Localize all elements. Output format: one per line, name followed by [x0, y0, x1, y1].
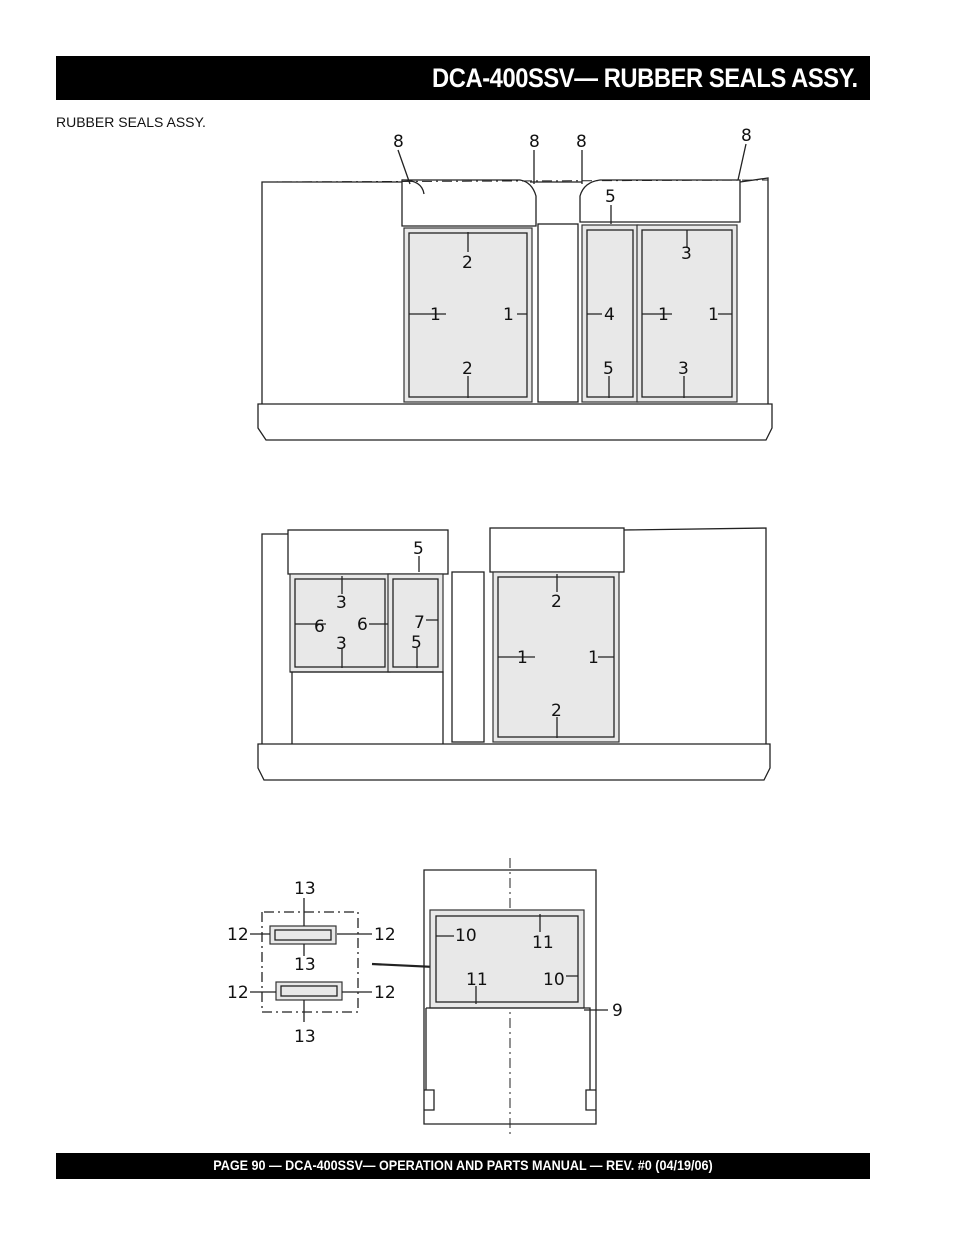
callout-label: 5	[411, 633, 422, 653]
section-subtitle: RUBBER SEALS ASSY.	[56, 114, 206, 130]
callout-label: 10	[543, 970, 565, 990]
callout-label: 1	[430, 305, 441, 325]
callout-label: 4	[604, 305, 615, 325]
callout-label: 7	[414, 613, 425, 633]
footer-text: PAGE 90 — DCA-400SSV— OPERATION AND PART…	[213, 1157, 713, 1173]
footer-bar: PAGE 90 — DCA-400SSV— OPERATION AND PART…	[56, 1153, 870, 1179]
callout-label: 1	[503, 305, 514, 325]
callout-label: 8	[393, 132, 404, 152]
callout-label: 8	[741, 126, 752, 146]
callout-label: 6	[357, 615, 368, 635]
callout-label: 11	[466, 970, 488, 990]
callout-label: 8	[529, 132, 540, 152]
callout-label: 12	[374, 983, 396, 1003]
callout-label: 13	[294, 955, 316, 975]
page-title: DCA-400SSV— RUBBER SEALS ASSY.	[432, 63, 858, 93]
callout-label: 12	[227, 983, 249, 1003]
callout-label: 1	[517, 648, 528, 668]
end-view-diagram	[250, 858, 608, 1136]
callout-label: 5	[603, 359, 614, 379]
top-callouts: 8 8 8 8 5 2 3 1 1 4 1 1 2 5 3	[393, 126, 752, 379]
callout-label: 5	[605, 187, 616, 207]
callout-label: 5	[413, 539, 424, 559]
callout-label: 11	[532, 933, 554, 953]
callout-label: 10	[455, 926, 477, 946]
callout-label: 2	[462, 359, 473, 379]
callout-label: 1	[658, 305, 669, 325]
callout-label: 13	[294, 879, 316, 899]
callout-label: 8	[576, 132, 587, 152]
callout-label: 3	[336, 593, 347, 613]
middle-callouts: 5 3 6 6 7 3 5 2 1 1 2	[314, 539, 599, 721]
side-view-diagram	[257, 527, 771, 781]
callout-label: 12	[374, 925, 396, 945]
callout-label: 3	[336, 634, 347, 654]
callout-label: 2	[551, 701, 562, 721]
bottom-callouts: 13 12 12 13 12 12 13 10 11 10 11 9	[227, 879, 623, 1047]
callout-label: 2	[462, 253, 473, 273]
callout-label: 1	[588, 648, 599, 668]
callout-label: 2	[551, 592, 562, 612]
callout-label: 13	[294, 1027, 316, 1047]
title-bar: DCA-400SSV— RUBBER SEALS ASSY.	[56, 56, 870, 100]
callout-label: 12	[227, 925, 249, 945]
top-view-diagram	[257, 143, 773, 441]
callout-label: 3	[681, 244, 692, 264]
callout-label: 6	[314, 617, 325, 637]
callout-label: 3	[678, 359, 689, 379]
callout-label: 1	[708, 305, 719, 325]
callout-label: 9	[612, 1001, 623, 1021]
